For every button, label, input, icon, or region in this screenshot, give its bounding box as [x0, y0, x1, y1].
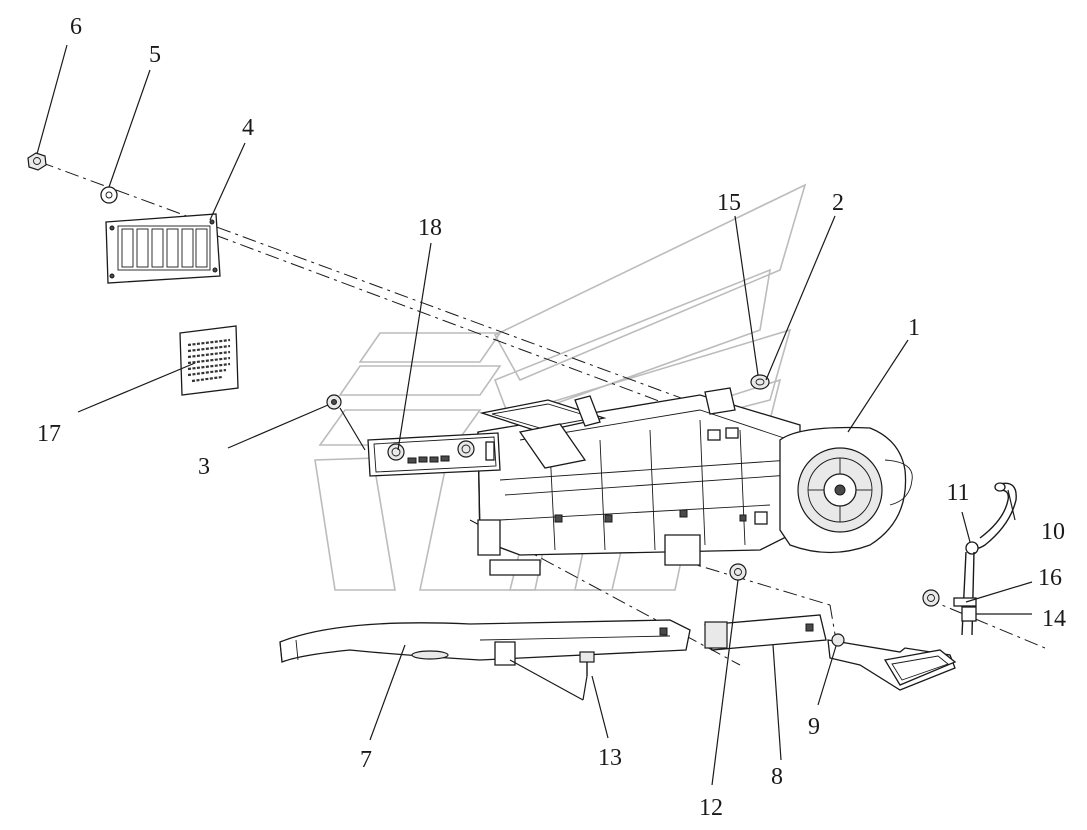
part-5-washer [100, 186, 118, 204]
part-4-vent-panel [105, 213, 221, 284]
callout-12: 12 [699, 795, 723, 821]
callout-labels: 6 5 4 18 15 2 1 17 3 11 10 16 14 7 13 9 … [37, 14, 1066, 821]
callout-1: 1 [908, 315, 920, 341]
callout-16: 16 [1038, 565, 1062, 591]
callout-5: 5 [149, 42, 161, 68]
part-13-bolt [579, 651, 595, 676]
callout-13: 13 [598, 745, 622, 771]
part-18-control-panel [367, 432, 501, 477]
part-14-fitting [922, 589, 977, 622]
callout-14: 14 [1042, 606, 1066, 632]
part-7-air-duct [279, 619, 691, 666]
part-12-grommet [729, 563, 747, 581]
part-15-grommet [750, 374, 770, 390]
callout-8: 8 [771, 764, 783, 790]
callout-10: 10 [1041, 519, 1065, 545]
callout-2: 2 [832, 190, 844, 216]
part-1-hvac-unit [477, 387, 913, 576]
part-9-floor-outlet [827, 633, 957, 691]
callout-7: 7 [360, 747, 372, 773]
callout-3: 3 [198, 454, 210, 480]
callout-15: 15 [717, 190, 741, 216]
callout-6: 6 [70, 14, 82, 40]
callout-18: 18 [418, 215, 442, 241]
part-16-hose-clamp [953, 597, 977, 607]
callout-4: 4 [242, 115, 254, 141]
part-17-label-decal [179, 325, 239, 396]
part-3-clip [326, 394, 342, 410]
part-6-hex-nut [27, 152, 47, 171]
callout-17: 17 [37, 421, 61, 447]
callout-9: 9 [808, 714, 820, 740]
leader-lines [36, 44, 1033, 786]
callout-11: 11 [946, 480, 969, 506]
part-8-short-duct [704, 614, 827, 651]
